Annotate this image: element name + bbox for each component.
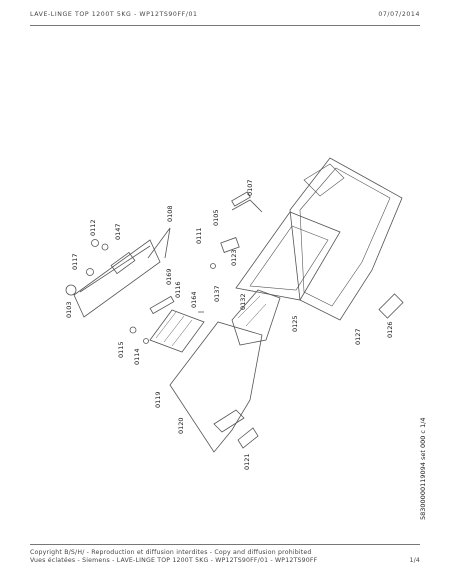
document-title: LAVE-LINGE TOP 1200T 5KG - WP12TS90FF/01 (30, 11, 198, 18)
button-0117-shape (86, 268, 94, 276)
display-window-shape (110, 251, 136, 275)
part-labels: 0103 0117 0112 0147 0108 0111 0105 0107 … (65, 179, 394, 470)
part-0114-shape (143, 338, 149, 344)
hinge-0107-shape (231, 199, 263, 213)
page-header: LAVE-LINGE TOP 1200T 5KG - WP12TS90FF/01… (30, 11, 420, 18)
label-0116: 0116 (174, 281, 182, 298)
lid-0120-shape (169, 321, 263, 453)
part-0121-shape (237, 427, 259, 449)
label-0132: 0132 (239, 293, 247, 310)
knob-0103-shape (65, 284, 77, 296)
connector-0169-shape (149, 295, 175, 315)
label-0120: 0120 (177, 417, 185, 434)
label-0114: 0114 (133, 348, 141, 365)
label-0117: 0117 (71, 253, 79, 270)
footer-description: Vues éclatées - Siemens - LAVE-LINGE TOP… (30, 557, 318, 564)
label-0127: 0127 (354, 328, 362, 345)
electronic-module-shape (149, 309, 205, 353)
label-0121: 0121 (243, 453, 251, 470)
footer-copyright: Copyright B/S/H/ - Reproduction et diffu… (30, 549, 312, 556)
part-0147-shape (101, 243, 109, 251)
label-0103: 0103 (65, 301, 73, 318)
label-0119: 0119 (154, 391, 162, 408)
part-0137a-shape (210, 263, 216, 269)
cabinet-0127-shape (289, 157, 403, 321)
label-0112: 0112 (89, 219, 97, 236)
dispenser-0132-shape (231, 289, 281, 346)
part-0126-shape (378, 293, 404, 319)
page-number: 1/4 (409, 557, 420, 564)
label-0169: 0169 (165, 268, 173, 285)
label-0105: 0105 (212, 209, 220, 226)
part-0111-shape (220, 237, 240, 253)
label-0126: 0126 (386, 321, 394, 338)
part-0115-shape (129, 326, 137, 334)
control-panel-shape (73, 239, 161, 318)
label-0108: 0108 (166, 205, 174, 222)
label-0137: 0137 (213, 285, 221, 302)
label-0115: 0115 (117, 341, 125, 358)
header-rule (30, 25, 420, 26)
footer-line: Vues éclatées - Siemens - LAVE-LINGE TOP… (30, 557, 420, 564)
label-0125: 0125 (291, 315, 299, 332)
label-0107: 0107 (246, 179, 254, 196)
footer-rule (30, 544, 420, 545)
part-0112-shape (91, 239, 99, 247)
label-0111: 0111 (195, 227, 203, 244)
drawing-reference: 58300000119094 set 000 c 1/4 (419, 417, 427, 520)
label-0164: 0164 (190, 291, 198, 308)
lid-handle-shape (213, 409, 245, 433)
document-date: 07/07/2014 (378, 11, 420, 18)
label-0123: 0123 (230, 249, 238, 266)
label-0147: 0147 (114, 223, 122, 240)
frame-0125-shape (235, 211, 341, 301)
